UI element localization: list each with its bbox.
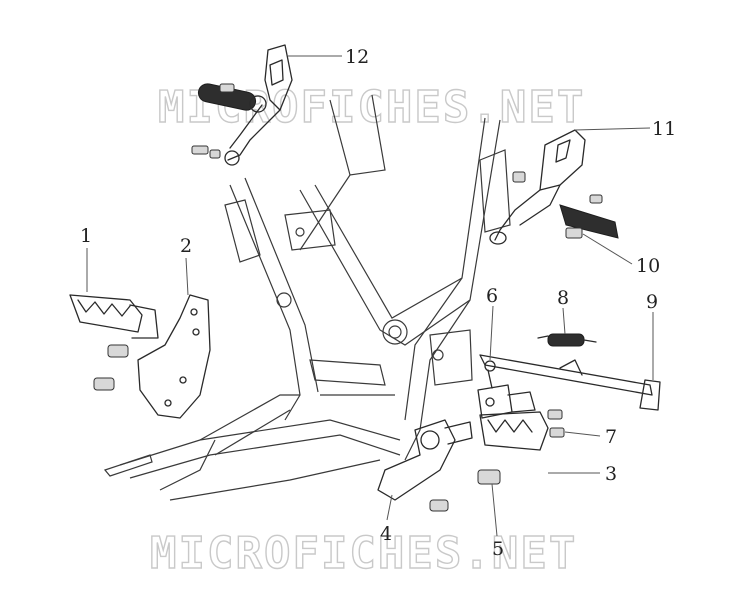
callout-10: 10 — [636, 255, 660, 277]
callout-4: 4 — [380, 523, 392, 545]
part-2-bracket-plate — [137, 294, 211, 419]
part-8-spring — [537, 333, 597, 347]
part-6-stand-bracket — [477, 360, 536, 419]
callout-7: 7 — [605, 426, 617, 448]
callout-1: 1 — [80, 225, 92, 247]
callout-2: 2 — [180, 235, 192, 257]
part-10-bolt — [565, 227, 583, 239]
part-7-bolts — [547, 409, 565, 438]
callout-6: 6 — [486, 285, 498, 307]
callout-11: 11 — [652, 118, 676, 140]
part-12-rear-footrest-left — [191, 44, 293, 166]
part-11-rear-footrest-right — [489, 129, 619, 245]
part-1-front-footpeg — [69, 294, 159, 391]
part-3-footpeg — [479, 411, 549, 451]
callout-12: 12 — [345, 46, 369, 68]
part-5-bolt — [477, 469, 501, 485]
watermark-bottom: MICROFICHES.NET — [150, 528, 577, 579]
callout-8: 8 — [557, 287, 569, 309]
callout-5: 5 — [492, 538, 504, 560]
callout-3: 3 — [605, 463, 617, 485]
part-4-bracket — [377, 419, 473, 512]
callout-labels: 1 2 3 4 5 6 7 8 9 10 11 12 — [80, 46, 676, 560]
part-9-side-stand — [479, 354, 661, 411]
frame — [103, 94, 511, 501]
callout-9: 9 — [646, 291, 658, 313]
leader-lines — [86, 55, 654, 537]
